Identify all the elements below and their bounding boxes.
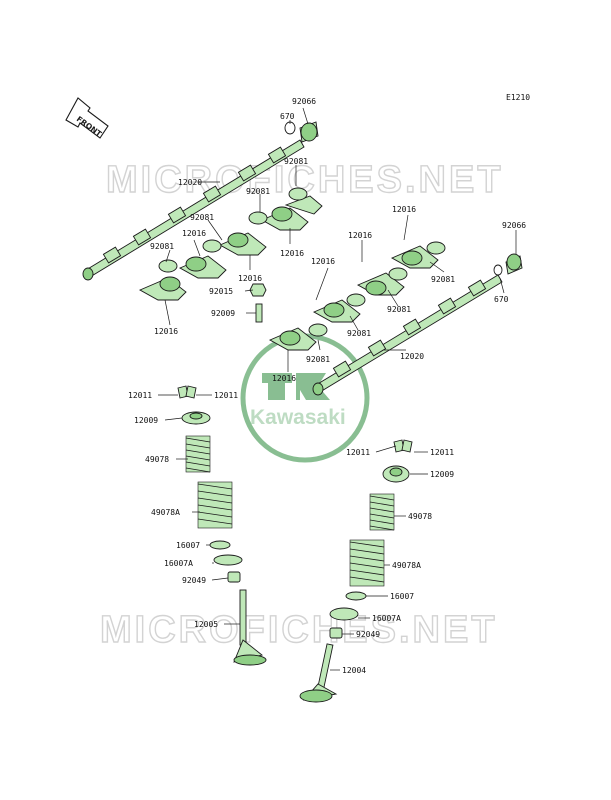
- part-label: 92081: [150, 242, 174, 251]
- part-label: 12016: [182, 229, 206, 238]
- spring-seat-left: [209, 540, 231, 550]
- diagram-code: E1210: [506, 93, 530, 102]
- spring-retainer-right: [382, 465, 410, 483]
- valve-left: [233, 589, 267, 666]
- rocker-springs-lower: [308, 241, 446, 337]
- adjuster-nut: [249, 283, 267, 297]
- part-label: 49078: [408, 512, 432, 521]
- part-label: 49078A: [151, 508, 180, 517]
- part-label: 92081: [190, 213, 214, 222]
- part-labels: 92066 670 92081 12020 92081 92081 12016 …: [128, 97, 526, 675]
- part-label: 12016: [154, 327, 178, 336]
- adjuster-screw: [255, 303, 263, 323]
- part-label: 92081: [246, 187, 270, 196]
- camshaft-cap-upper: [284, 121, 319, 143]
- part-label: 92049: [182, 576, 206, 585]
- valve-right: [299, 643, 338, 703]
- kawasaki-logo: Kawasaki: [240, 333, 370, 463]
- part-label: 12016: [272, 374, 296, 383]
- part-label: 12016: [348, 231, 372, 240]
- spring-seat-a-left: [213, 554, 243, 566]
- part-label: 92066: [502, 221, 526, 230]
- part-label: 12016: [392, 205, 416, 214]
- part-label: 92081: [347, 329, 371, 338]
- part-label: 92081: [284, 157, 308, 166]
- valve-keepers-right: [393, 439, 413, 453]
- watermark-bottom: MICROFICHES.NET: [100, 609, 498, 651]
- part-label: 16007A: [164, 559, 193, 568]
- part-label: 12020: [178, 178, 202, 187]
- outer-spring-left: [197, 481, 233, 529]
- part-label: 12011: [214, 391, 238, 400]
- front-arrow-icon: FRONT: [65, 97, 109, 139]
- part-label: 670: [494, 295, 509, 304]
- part-label: 92009: [211, 309, 235, 318]
- part-label: 12011: [346, 448, 370, 457]
- camshaft-lower: [312, 274, 503, 396]
- outer-spring-right: [349, 539, 385, 587]
- part-label: 49078: [145, 455, 169, 464]
- part-label: 92066: [292, 97, 316, 106]
- spring-retainer-left: [181, 411, 211, 425]
- part-label: 12016: [311, 257, 335, 266]
- camshaft-upper: [82, 139, 305, 281]
- part-label: 92081: [306, 355, 330, 364]
- part-label: 49078A: [392, 561, 421, 570]
- inner-spring-right: [369, 493, 395, 531]
- leader-lines: [158, 107, 517, 671]
- part-label: 12016: [238, 274, 262, 283]
- camshaft-cap-lower: [493, 253, 523, 276]
- valve-keepers-left: [177, 385, 197, 399]
- rocker-arms-upper: [138, 195, 323, 301]
- part-label: 12009: [134, 416, 158, 425]
- spring-seat-right: [345, 591, 367, 601]
- part-label: 12020: [400, 352, 424, 361]
- rocker-arms-lower: [268, 245, 439, 351]
- part-label: 12016: [280, 249, 304, 258]
- part-label: 16007A: [372, 614, 401, 623]
- part-label: 92081: [431, 275, 455, 284]
- part-label: 92015: [209, 287, 233, 296]
- logo-wordmark: Kawasaki: [250, 406, 346, 429]
- valve-seal-right: [329, 627, 343, 639]
- part-label: 92049: [356, 630, 380, 639]
- rocker-springs-upper: [158, 187, 308, 273]
- part-label: 12009: [430, 470, 454, 479]
- part-label: 12004: [342, 666, 366, 675]
- part-label: 670: [280, 112, 295, 121]
- spring-seat-a-right: [329, 607, 359, 621]
- part-label: 12011: [430, 448, 454, 457]
- part-label: 12011: [128, 391, 152, 400]
- part-label: 12005: [194, 620, 218, 629]
- part-label: 92081: [387, 305, 411, 314]
- part-label: 16007: [176, 541, 200, 550]
- inner-spring-left: [185, 435, 211, 473]
- part-label: 16007: [390, 592, 414, 601]
- valve-seal-left: [227, 571, 241, 583]
